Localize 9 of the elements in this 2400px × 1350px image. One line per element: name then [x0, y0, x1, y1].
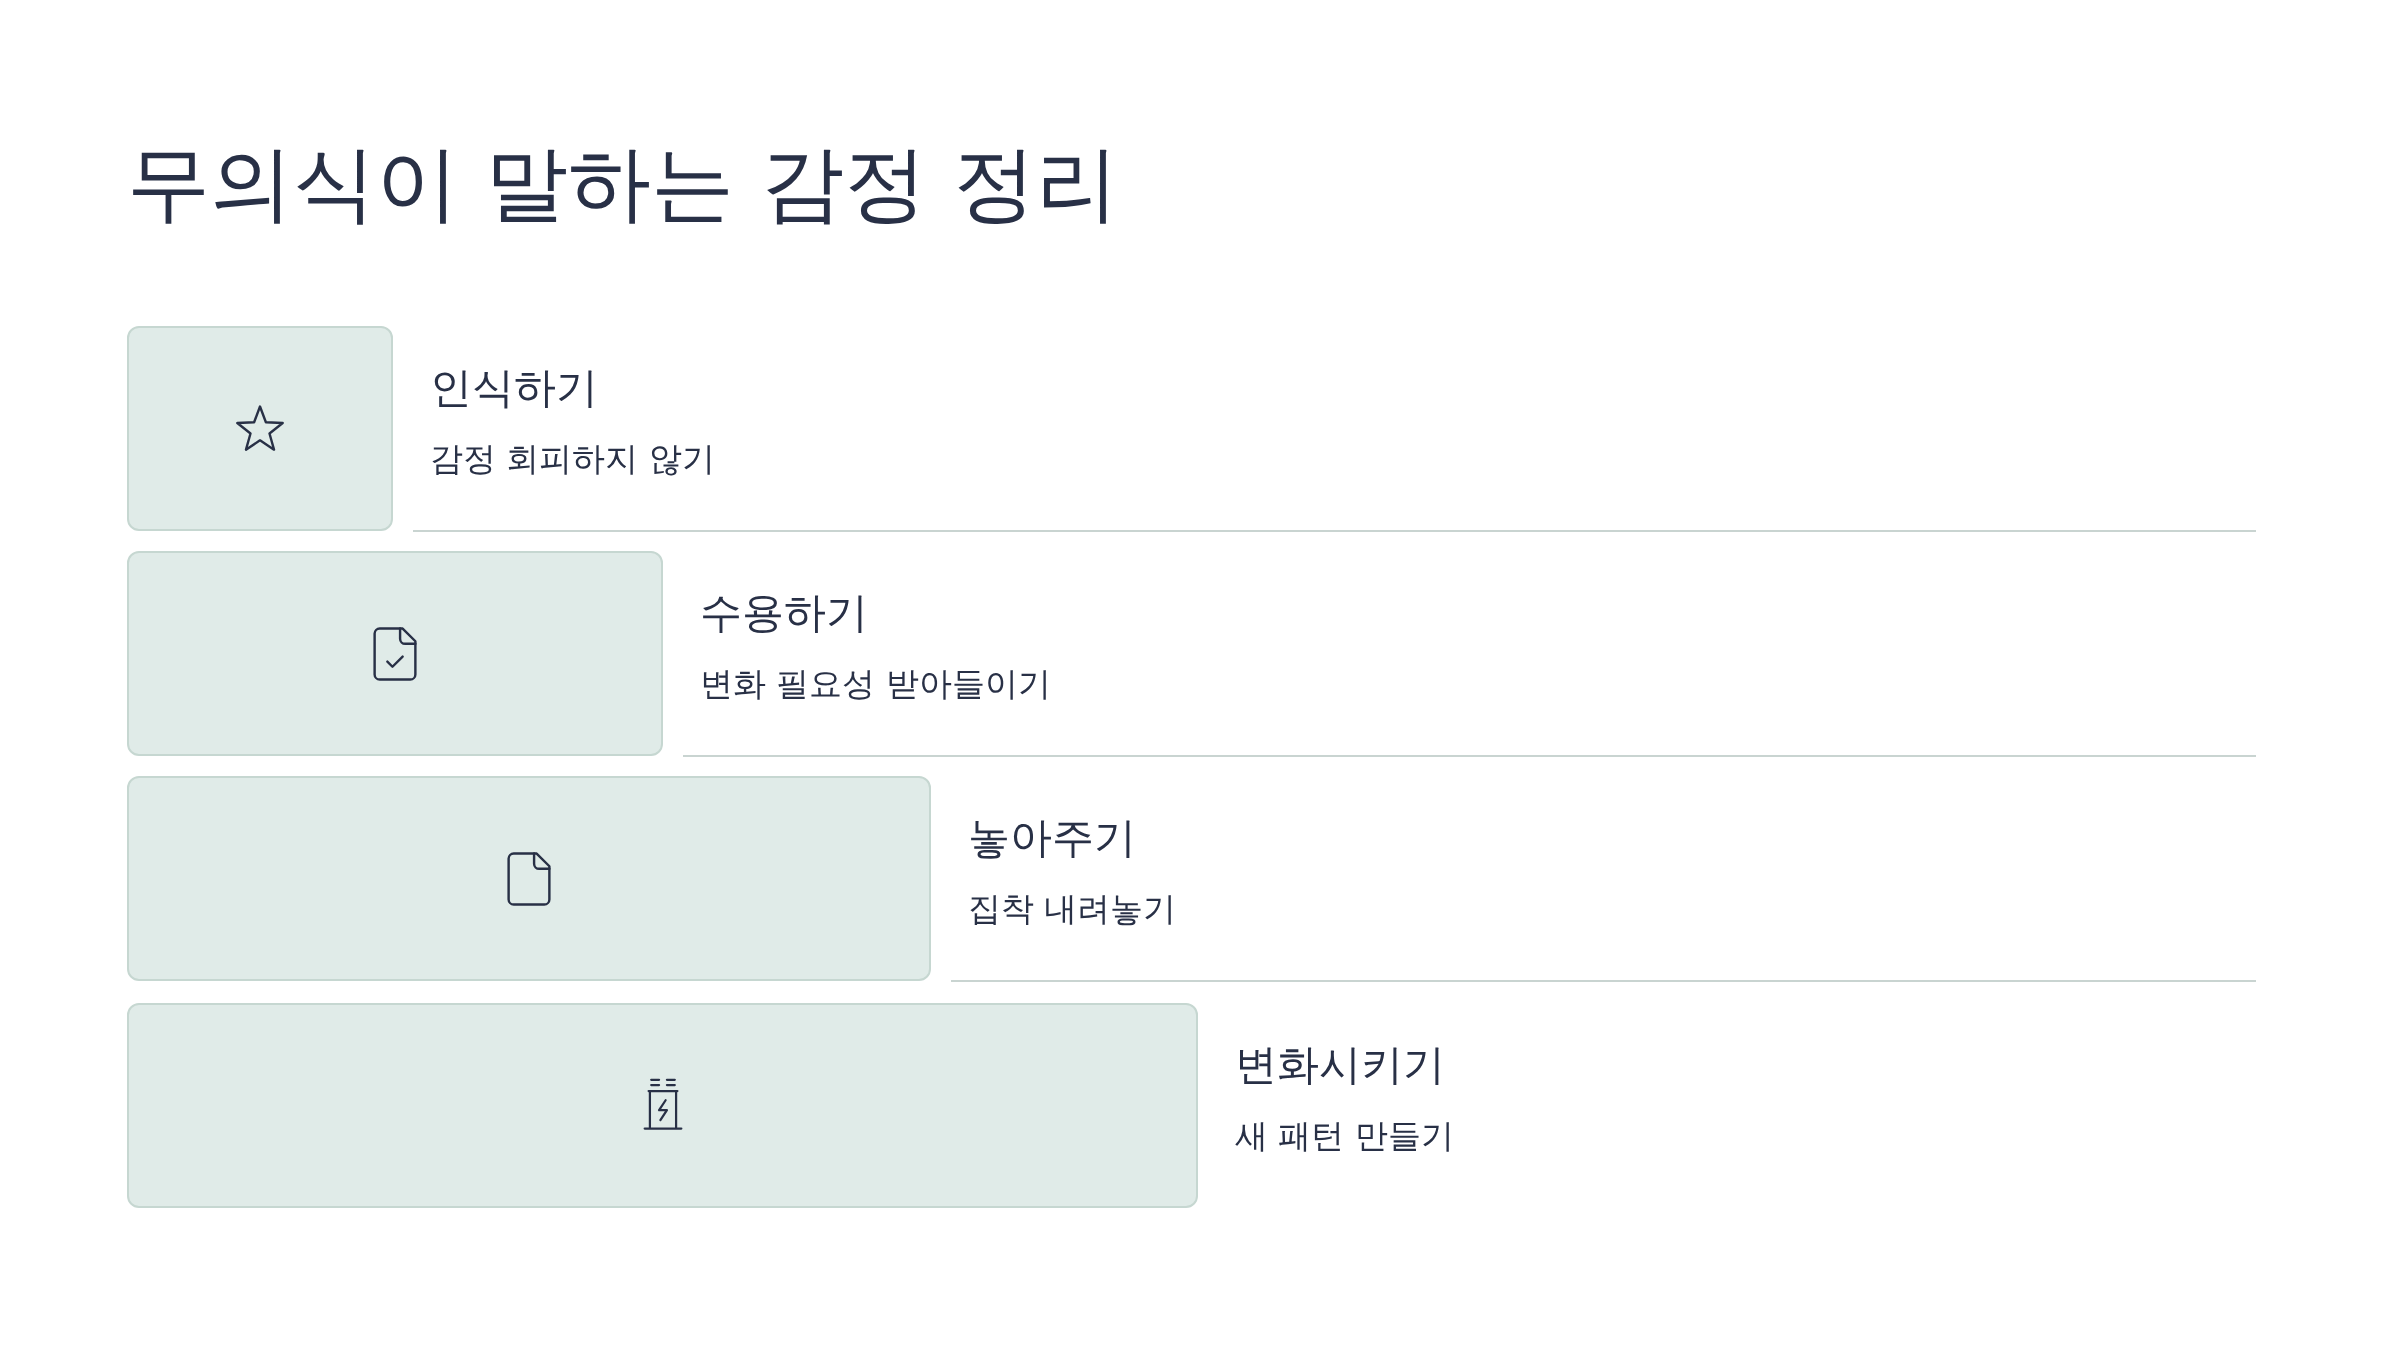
step-description: 변화 필요성 받아들이기 — [700, 663, 1051, 705]
step-description: 감정 회피하지 않기 — [430, 438, 715, 480]
step-title: 인식하기 — [430, 362, 598, 414]
step-title: 변화시키기 — [1235, 1039, 1445, 1091]
step-title: 놓아주기 — [968, 812, 1136, 864]
diagram-title: 무의식이 말하는 감정 정리 — [127, 134, 1120, 234]
step-title: 수용하기 — [700, 587, 868, 639]
step-description: 새 패턴 만들기 — [1235, 1115, 1454, 1157]
step-description: 집착 내려놓기 — [968, 888, 1177, 930]
